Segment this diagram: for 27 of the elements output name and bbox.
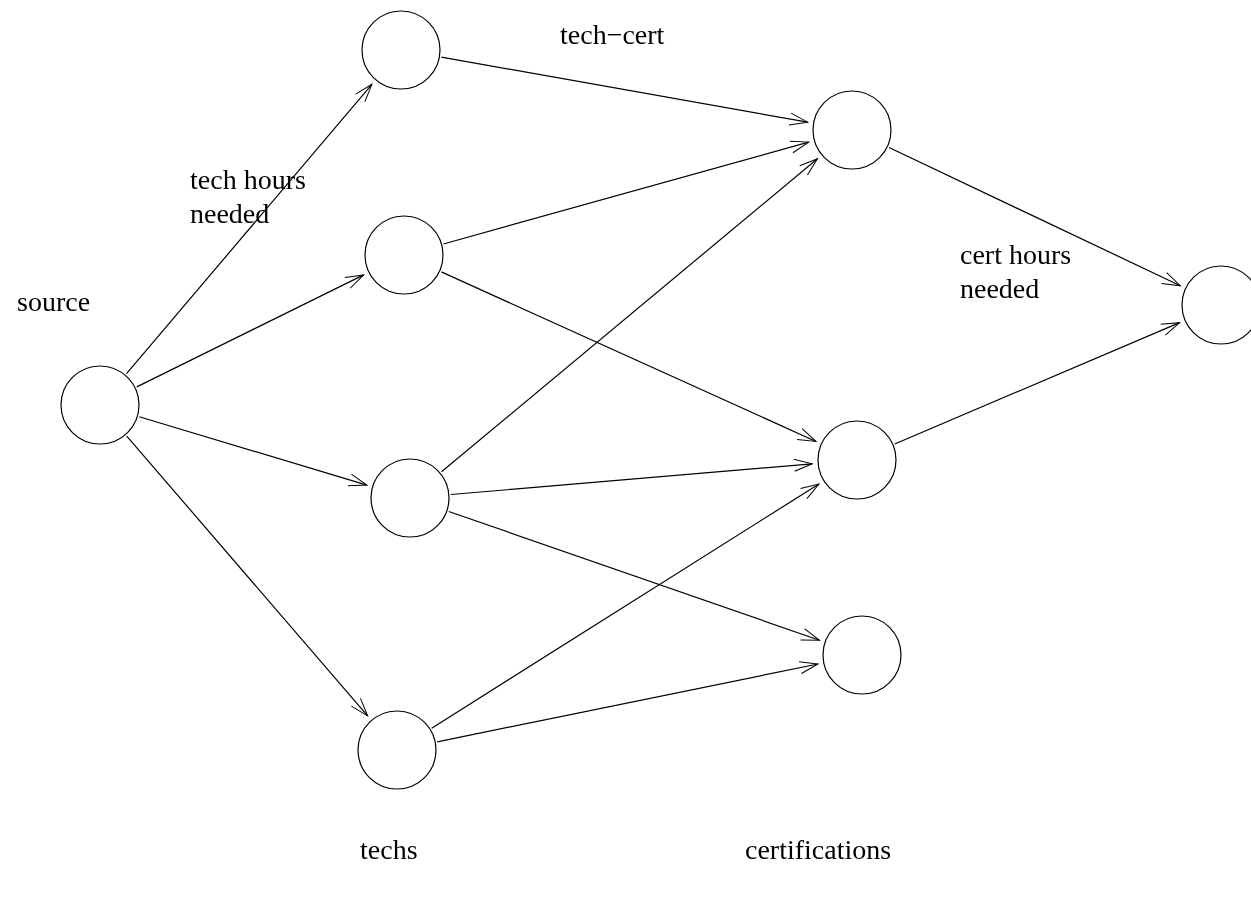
arrow	[440, 56, 809, 126]
node-circle	[361, 10, 441, 90]
annotation-label: tech−cert	[560, 18, 666, 52]
node-circle	[812, 90, 892, 170]
annotation-label: cert hours needed	[960, 238, 1073, 306]
arrow	[138, 416, 368, 487]
node-label: source	[17, 285, 91, 319]
node-circle	[364, 215, 444, 295]
arrow	[888, 146, 1181, 287]
arrow	[450, 458, 813, 496]
arrow	[894, 322, 1181, 445]
node-circle	[60, 365, 140, 445]
annotation-label: techs	[360, 833, 419, 867]
arrow	[442, 140, 810, 245]
arrow	[448, 510, 821, 641]
arrow	[126, 435, 369, 717]
arrow	[125, 83, 373, 375]
arrow	[440, 158, 818, 473]
arrow	[136, 274, 365, 388]
node-circle	[817, 420, 897, 500]
annotation-label: certifications	[745, 833, 893, 867]
arrow	[431, 483, 820, 729]
node-circle	[370, 458, 450, 538]
node-circle	[822, 615, 902, 695]
node-circle	[357, 710, 437, 790]
arrow	[440, 271, 817, 443]
arrow	[436, 661, 819, 743]
